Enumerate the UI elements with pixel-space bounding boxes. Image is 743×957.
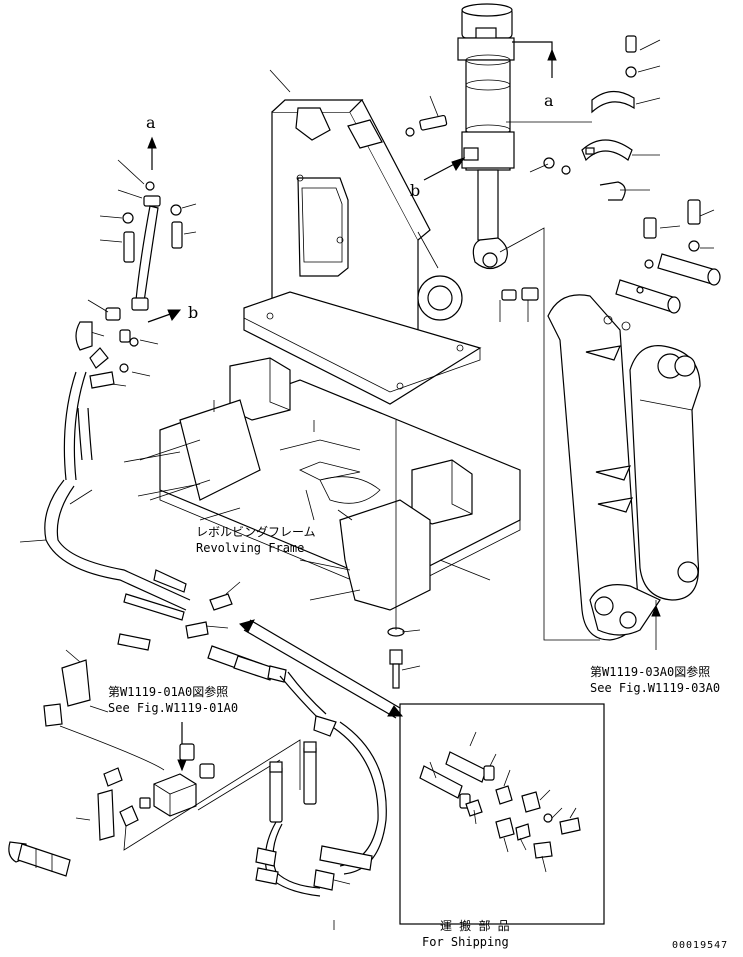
bottom-hoses: [255, 741, 321, 897]
see-fig-03-en: See Fig.W1119-03A0: [590, 681, 720, 695]
left-hose-assembly: a b: [19, 113, 241, 639]
reference-arrow-a-top: a: [512, 41, 557, 110]
ref-a-left-label: a: [146, 113, 156, 132]
see-fig-03-jp: 第W1119-03A0図参照: [590, 664, 710, 679]
leader-lines-arm: [499, 227, 661, 650]
drawing-number: 00019547: [672, 940, 728, 951]
revolving-frame-en: Revolving Frame: [196, 541, 304, 555]
see-fig-01-en: See Fig.W1119-01A0: [108, 701, 238, 715]
clamp-hardware-top-right: [506, 35, 661, 201]
shipping-arrow: [239, 619, 404, 719]
lower-left-fittings: [43, 633, 165, 771]
frame-bottom-bolt: [387, 420, 421, 689]
boom-bracket: [243, 69, 482, 405]
ref-a-top-label: a: [544, 91, 554, 110]
revolving-frame: [139, 357, 521, 611]
ref-b-mid-label: b: [410, 181, 420, 200]
valve-block: 第W1119-01A0図参照 See Fig.W1119-01A0: [75, 684, 301, 851]
misc-leader-lines: [123, 451, 353, 930]
middle-hose-assembly: [207, 645, 387, 891]
hydraulic-cylinder: [457, 3, 515, 270]
revolving-frame-label: レボルビングフレーム Revolving Frame: [196, 525, 316, 555]
shipping-parts-box: [399, 703, 605, 925]
reference-arrow-b-mid: b: [410, 157, 466, 200]
arm-pins-bolts: [615, 199, 721, 314]
bracket-bolt: [405, 95, 448, 137]
see-fig-01-jp: 第W1119-01A0図参照: [108, 684, 228, 699]
cylinder-fittings: [499, 287, 539, 322]
shipping-jp: 運 搬 部 品: [440, 918, 510, 933]
revolving-frame-jp: レボルビングフレーム: [196, 525, 316, 539]
boom-arm: [547, 294, 701, 641]
ref-b-left-label: b: [188, 303, 198, 322]
bottom-left-hose: [8, 841, 71, 877]
shipping-en: For Shipping: [422, 935, 509, 949]
